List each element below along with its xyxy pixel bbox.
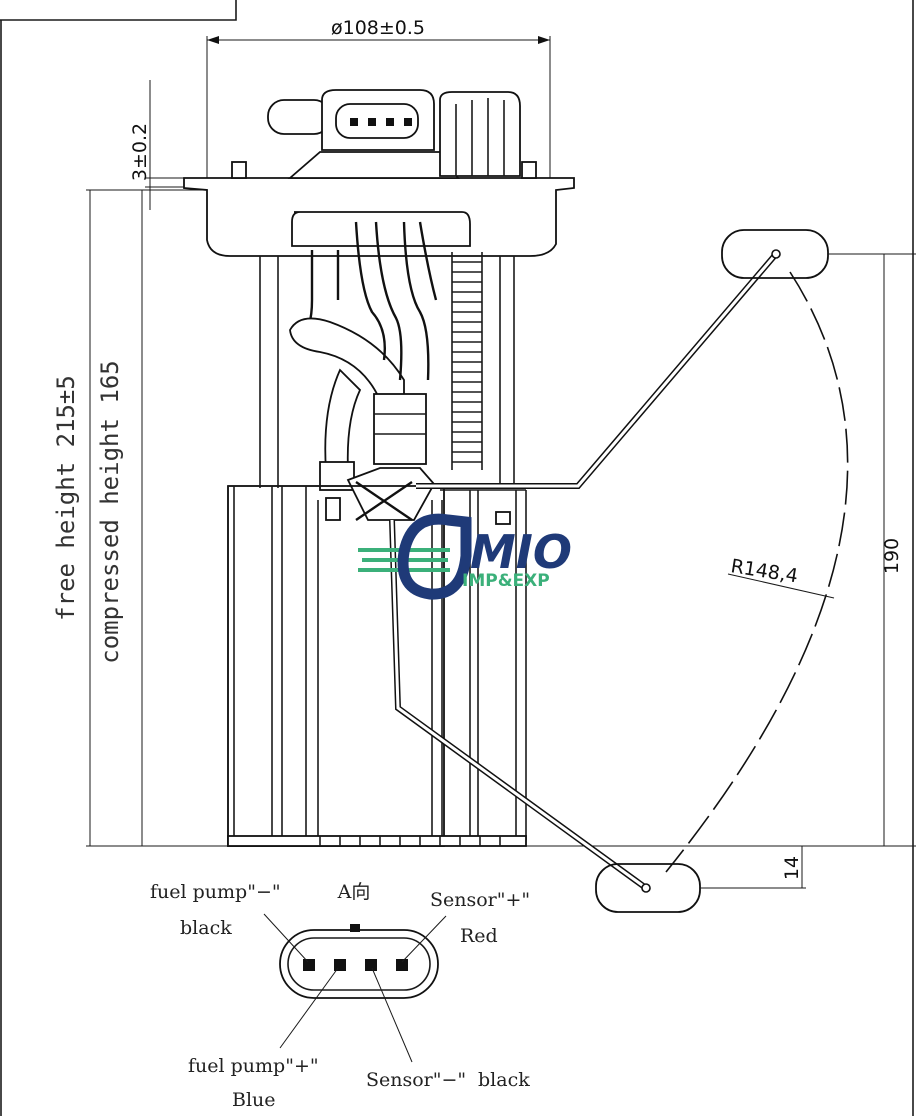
- float-travel-arc: R148,4: [665, 271, 849, 873]
- pin-label-sensor-plus: Sensor"+": [430, 889, 530, 911]
- pin-3: [365, 959, 377, 971]
- pin-2: [334, 959, 346, 971]
- pin-label-sensor-minus: Sensor"−": [366, 1069, 466, 1091]
- diameter-dimension: ø108±0.5: [206, 17, 551, 180]
- connector-pinout: A向 fuel pump"−" black Sensor"+" Red fuel…: [150, 881, 530, 1111]
- pin-4: [396, 959, 408, 971]
- brand-tagline: IMP&EXP: [462, 571, 550, 591]
- pin-1: [303, 959, 315, 971]
- pin-color-sensor-minus: black: [478, 1069, 530, 1091]
- flange-thickness-label: 3±0.2: [129, 123, 151, 181]
- brand-name: MIO: [470, 525, 572, 579]
- pin-label-fuel-pump-plus: fuel pump"+": [188, 1055, 319, 1077]
- top-connector: [267, 89, 521, 177]
- pin-label-fuel-pump-minus: fuel pump"−": [150, 881, 281, 903]
- float-top-height-label: 190: [881, 538, 903, 574]
- pin-color-fuel-pump-plus: Blue: [232, 1089, 276, 1111]
- corrugated-hose: [451, 252, 483, 470]
- float-arm: [389, 252, 779, 891]
- pin-color-fuel-pump-minus: black: [180, 917, 232, 939]
- float-bottom-height-label: 14: [781, 856, 803, 880]
- reservoir-bucket: [227, 485, 527, 847]
- connector-title: A向: [337, 881, 371, 903]
- free-height-label: free height 215±5: [52, 375, 80, 621]
- diameter-label: ø108±0.5: [331, 17, 425, 39]
- brand-logo-icon: [397, 513, 472, 600]
- pin-color-sensor-plus: Red: [460, 925, 498, 947]
- brand-watermark: MIO IMP&EXP: [358, 513, 572, 600]
- compressed-height-label: compressed height 165: [96, 360, 124, 663]
- float-height-dimensions: 190 14: [700, 253, 916, 889]
- pump-internals: [259, 211, 515, 521]
- height-dimensions: free height 215±5 compressed height 165: [52, 189, 916, 847]
